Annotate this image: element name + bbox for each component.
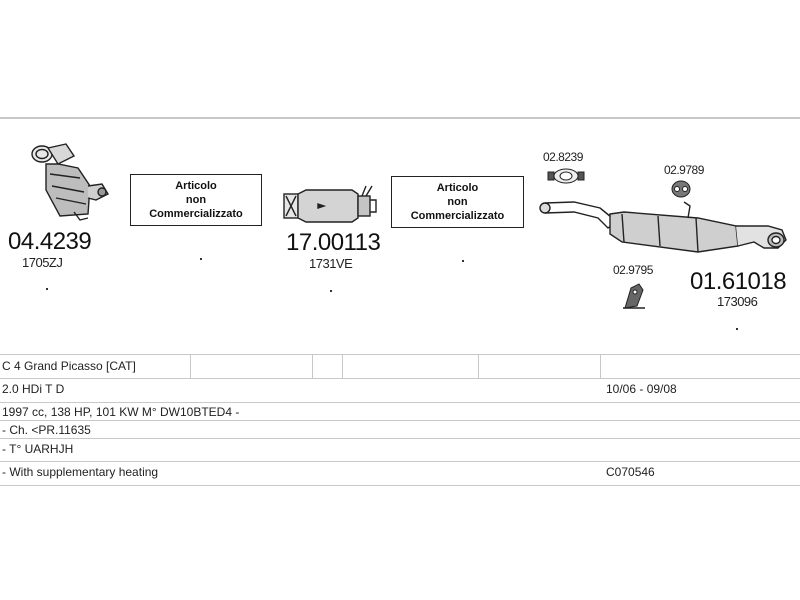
rubber-mount-icon — [671, 180, 691, 198]
table-line — [0, 485, 800, 486]
not-available-box: Articolo non Commercializzato — [391, 176, 524, 228]
table-line — [0, 354, 800, 355]
accessory-code[interactable]: 02.8239 — [543, 150, 583, 164]
vehicle-engine: 2.0 HDi T D — [2, 382, 65, 396]
vehicle-specs: 1997 cc, 138 HP, 101 KW M° DW10BTED4 - — [2, 405, 240, 419]
table-divider — [600, 355, 601, 378]
not-available-line3: Commercializzato — [149, 208, 243, 220]
top-border — [0, 117, 800, 119]
part-code[interactable]: 04.4239 — [8, 228, 92, 255]
table-line — [0, 461, 800, 462]
part-reference: 1731VE — [309, 256, 353, 271]
not-available-line2: non — [185, 194, 207, 206]
vehicle-type: - T° UARHJH — [2, 442, 74, 456]
table-divider — [312, 355, 313, 378]
part-reference: 173096 — [717, 294, 758, 309]
not-available-line1: Articolo — [436, 182, 479, 194]
table-line — [0, 438, 800, 439]
part-reference: 1705ZJ — [22, 255, 63, 270]
table-line — [0, 402, 800, 403]
part-code[interactable]: 01.61018 — [690, 268, 787, 295]
spacer-dot — [330, 290, 332, 292]
not-available-line1: Articolo — [175, 180, 217, 192]
rear-silencer-icon — [539, 201, 787, 253]
not-available-line2: non — [447, 196, 468, 208]
table-divider — [190, 355, 191, 378]
bracket-icon — [623, 283, 645, 309]
part-code[interactable]: 17.00113 — [286, 229, 381, 256]
spacer-dot — [736, 328, 738, 330]
not-available-box: Articolo non Commercializzato — [130, 174, 262, 226]
accessory-code[interactable]: 02.9795 — [613, 263, 653, 277]
not-available-line3: Commercializzato — [410, 210, 505, 222]
spacer-dot — [462, 260, 464, 262]
catalog-code: C070546 — [606, 465, 655, 479]
table-line — [0, 378, 800, 379]
vehicle-period: 10/06 - 09/08 — [606, 382, 677, 396]
spacer-dot — [200, 258, 202, 260]
clamp-icon — [547, 168, 585, 184]
vehicle-note: - With supplementary heating — [2, 465, 159, 479]
vehicle-model: C 4 Grand Picasso [CAT] — [2, 359, 136, 373]
catalytic-converter-icon — [31, 143, 109, 221]
table-divider — [478, 355, 479, 378]
table-divider — [342, 355, 343, 378]
vehicle-chassis: - Ch. <PR.11635 — [2, 423, 91, 437]
accessory-code[interactable]: 02.9789 — [664, 163, 704, 177]
particulate-filter-icon — [283, 185, 377, 223]
spacer-dot — [46, 288, 48, 290]
table-line — [0, 420, 800, 421]
